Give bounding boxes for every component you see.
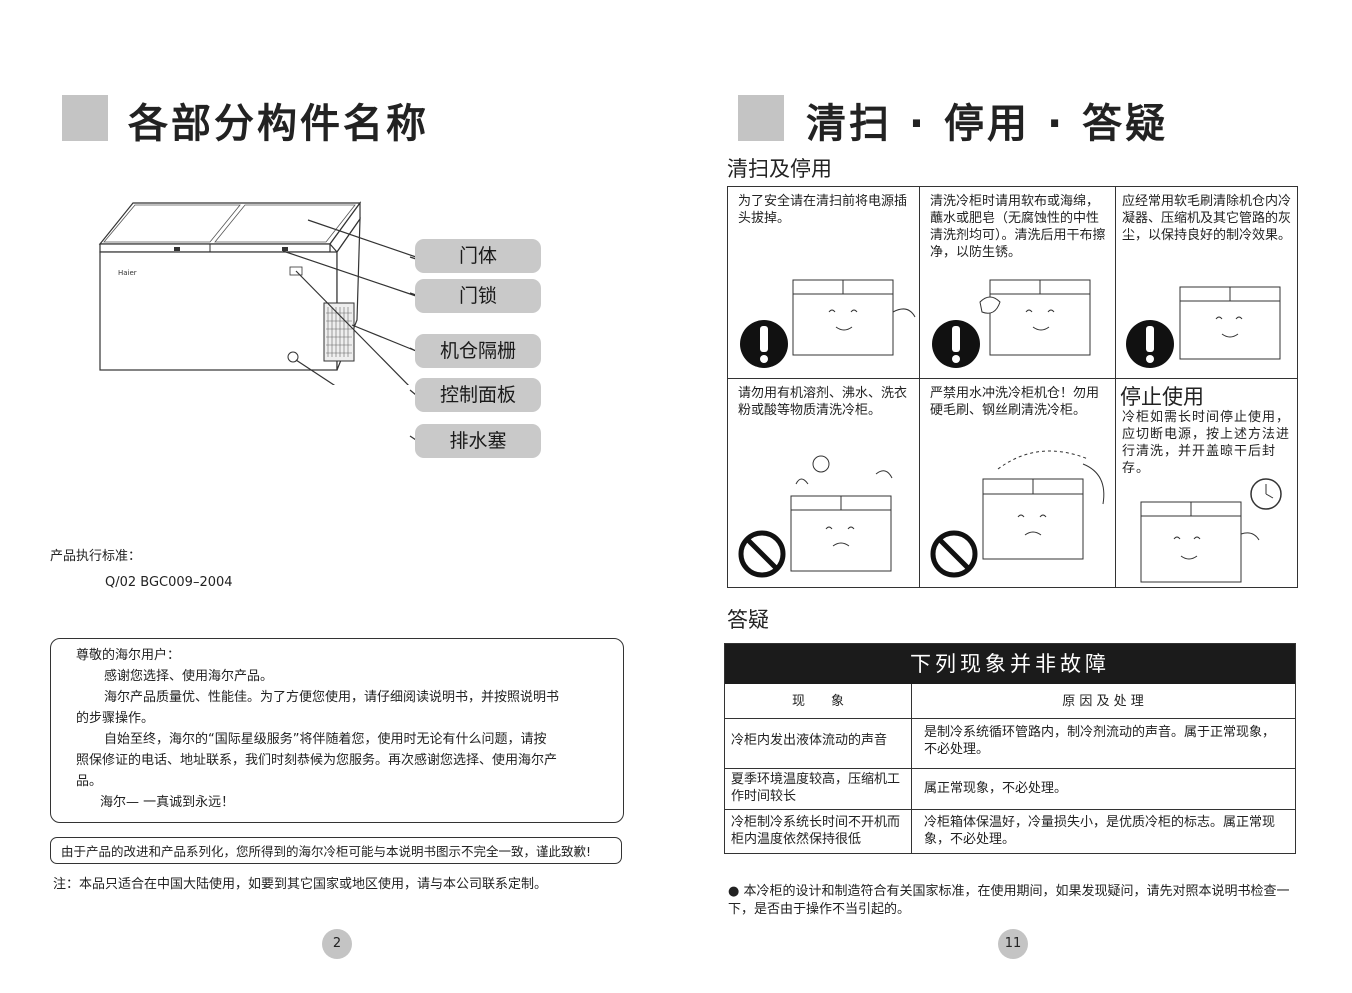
page-title-left: 各部分构件名称 [128,101,429,147]
cell-text: 严禁用水冲洗冷柜机仓！勿用硬毛刷、钢丝刷清洗冷柜。 [930,386,1100,418]
label-control-panel: 控制面板 [415,378,541,412]
letter-p3-mid: 照保修证的电话、地址联系，我们时刻恭候为您服务。再次感谢您选择、使用海尔产 [76,753,558,768]
col-header-reason: 原 因 及 处 理 [1062,694,1144,709]
faq-table: 下列现象并非故障 现 象 原 因 及 处 理 冷柜内发出液体流动的声音 是制冷系… [724,643,1296,854]
label-door: 门体 [415,239,541,273]
brand-logo: Haier [118,269,137,277]
region-note: 注：本品只适合在中国大陆使用，如要到其它国家或地区使用，请与本公司联系定制。 [53,877,548,892]
cell-text: 清洗冷柜时请用软布或海绵，蘸水或肥皂（无腐蚀性的中性清洗剂均可）。清洗后用干布擦… [930,194,1106,260]
standard-label: 产品执行标准： [50,549,142,564]
stop-use-block: 停止使用 冷柜如需长时间停止使用，应切断电源，按上述方法进行清洗，并开盖晾干后封… [1120,385,1291,477]
section-faq-title: 答疑 [727,608,769,632]
cell-brush-condenser: 应经常用软毛刷清除机仓内冷凝器、压缩机及其它管路的灰尘，以保持良好的制冷效果。 [1116,187,1297,378]
cell-text: 请勿用有机溶剂、沸水、洗衣粉或酸等物质清洗冷柜。 [738,386,908,418]
cell-text: 为了安全请在清扫前将电源插头拔掉。 [738,194,908,226]
design-standard-note: ● 本冷柜的设计和制造符合有关国家标准，在使用期间，如果发现疑问，请先对照本说明… [728,884,1290,917]
letter-p3-rest: 品。 [76,774,103,789]
faq-table-title: 下列现象并非故障 [725,644,1295,684]
title-square-left [62,95,108,141]
page-number-right: 11 [998,929,1028,959]
section-cleaning-title: 清扫及停用 [727,157,832,181]
stop-use-title: 停止使用 [1120,385,1204,409]
cell-wash-soft-cloth: 清洗冷柜时请用软布或海绵，蘸水或肥皂（无腐蚀性的中性清洗剂均可）。清洗后用干布擦… [920,187,1115,378]
cell-text: 应经常用软毛刷清除机仓内冷凝器、压缩机及其它管路的灰尘，以保持良好的制冷效果。 [1122,194,1292,243]
cell-stop-use: 停止使用 冷柜如需长时间停止使用，应切断电源，按上述方法进行清洗，并开盖晾干后封… [1116,379,1297,587]
row1-reason: 是制冷系统循环管路内，制冷剂流动的声音。属于正常现象，不必处理。 [924,725,1276,757]
notice-box: 由于产品的改进和产品系列化，您所得到的海尔冷柜可能与本说明书图示不完全一致，谨此… [50,837,622,864]
cleaning-grid: 为了安全请在清扫前将电源插头拔掉。 清洗冷柜时请用软布或海绵，蘸水或肥皂（无腐蚀… [727,186,1298,588]
letter-greeting: 尊敬的海尔用户： [76,648,181,663]
freezer-illustration: Haier [98,201,417,385]
letter-slogan: 海尔— 一真诚到永远！ [100,795,235,810]
warning-icon [1126,286,1281,368]
cell-unplug: 为了安全请在清扫前将电源插头拔掉。 [728,187,919,378]
clock-freezer-icon [1140,478,1282,583]
letter-p3-first: 自始至终，海尔的“国际星级服务”将伴随着您，使用时无论有什么问题，请按 [104,732,547,747]
stop-use-text: 冷柜如需长时间停止使用，应切断电源，按上述方法进行清洗，并开盖晾干后封存。 [1122,410,1291,476]
row3-reason: 冷柜箱体保温好，冷量损失小，是优质冷柜的标志。属正常现象，不必处理。 [924,815,1276,847]
label-grille: 机仓隔栅 [415,334,541,368]
row2-reason: 属正常现象，不必处理。 [924,781,1068,796]
cell-no-solvents: 请勿用有机溶剂、沸水、洗衣粉或酸等物质清洗冷柜。 [728,379,919,587]
prohibited-icon [930,450,1105,578]
title-square-right [738,95,784,141]
warning-icon [932,279,1091,368]
row3-phenomenon: 冷柜制冷系统长时间不开机而柜内温度依然保持很低 [731,815,901,847]
warning-icon [740,279,916,368]
cell-no-water-rinse: 严禁用水冲洗冷柜机仓！勿用硬毛刷、钢丝刷清洗冷柜。 [920,379,1115,587]
label-drain-plug: 排水塞 [415,424,541,458]
row2-phenomenon: 夏季环境温度较高，压缩机工作时间较长 [731,772,901,804]
standard-value: Q/02 BGC009–2004 [105,575,233,590]
prohibited-icon [738,455,893,578]
letter-p2-rest: 的步骤操作。 [76,711,155,726]
page-title-right: 清扫 · 停用 · 答疑 [806,101,1169,147]
page-number-left: 2 [322,929,352,959]
letter-p1: 感谢您选择、使用海尔产品。 [104,669,274,684]
label-lock: 门锁 [415,279,541,313]
col-header-phenomenon: 现 象 [791,694,844,709]
letter-box: 尊敬的海尔用户： 感谢您选择、使用海尔产品。 海尔产品质量优、性能佳。为了方便您… [50,638,624,823]
letter-p2-first: 海尔产品质量优、性能佳。为了方便您使用，请仔细阅读说明书，并按照说明书 [104,690,560,705]
row1-phenomenon: 冷柜内发出液体流动的声音 [731,733,888,748]
